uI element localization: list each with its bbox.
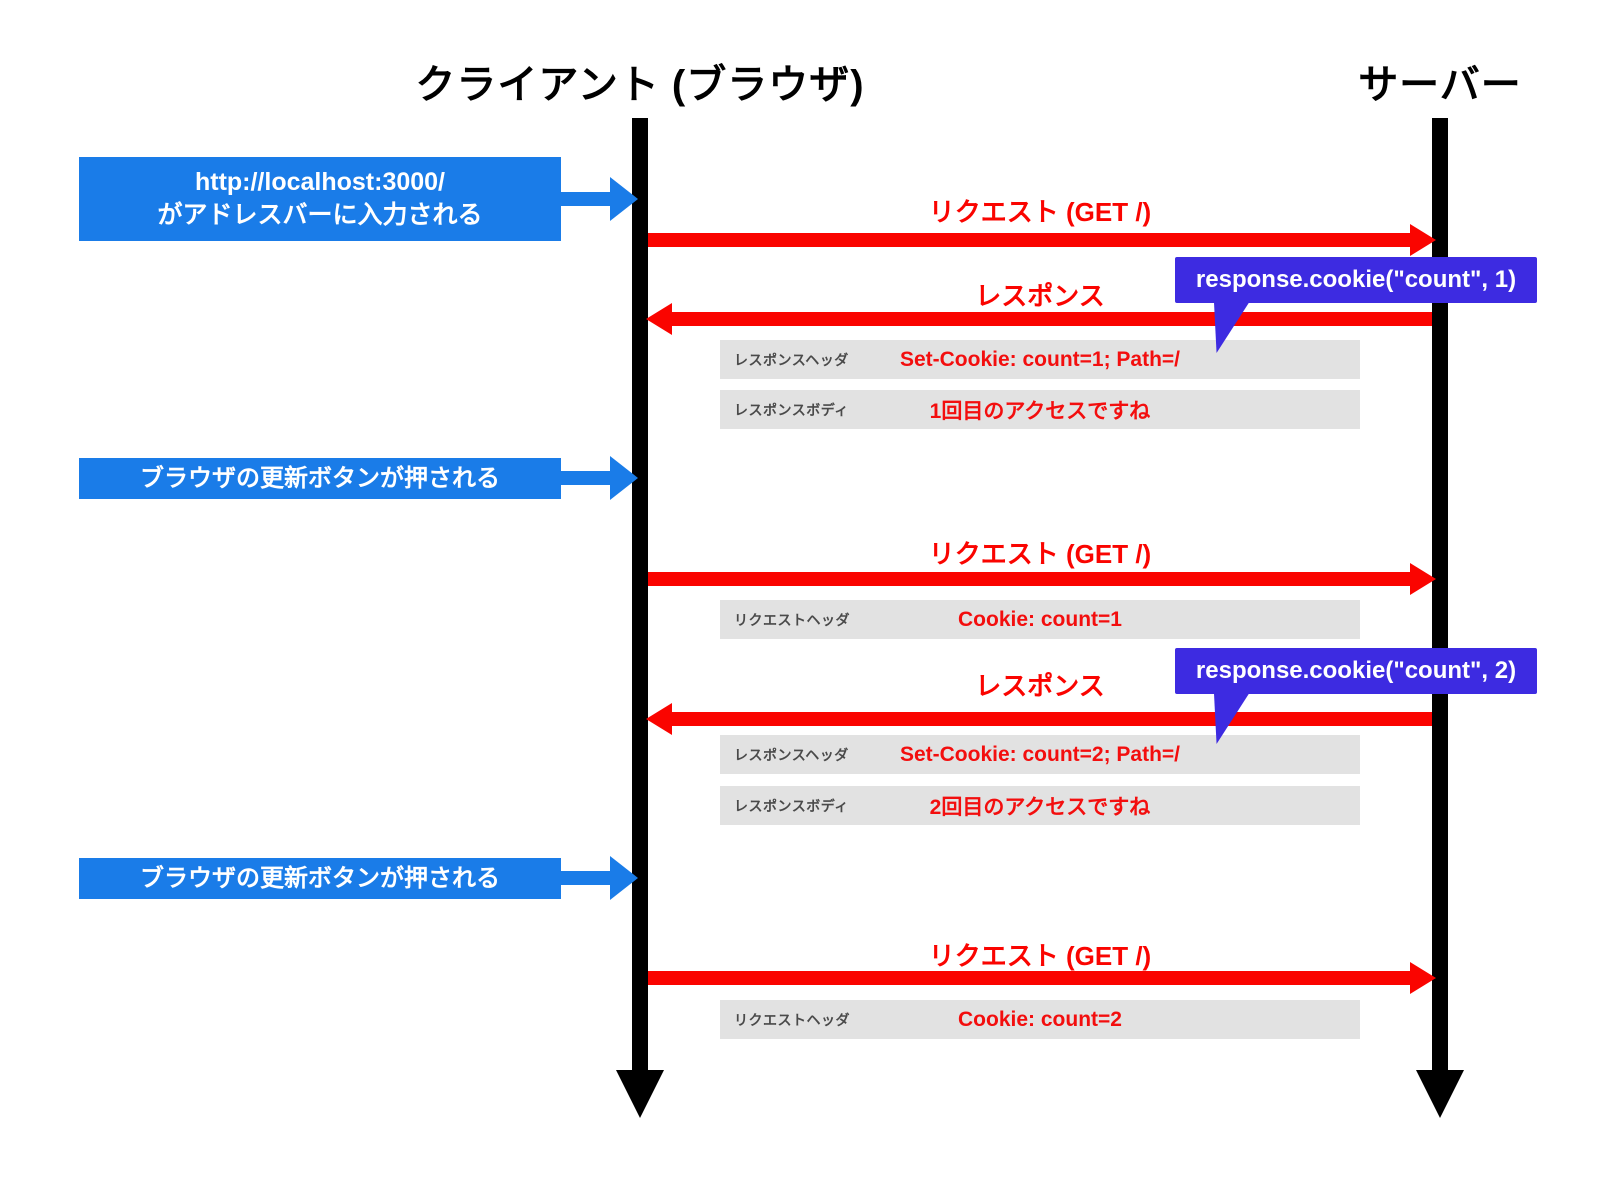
event-arrow-3-shaft [561, 871, 610, 885]
server-lifeline-arrowhead-icon [1416, 1070, 1464, 1118]
response-1-header-value: Set-Cookie: count=1; Path=/ [899, 347, 1181, 371]
request-3-header-row: Cookie: count=2 リクエストヘッダ [720, 1000, 1360, 1039]
response-2-label: レスポンス [975, 671, 1105, 701]
response-2-header-row: Set-Cookie: count=2; Path=/ レスポンスヘッダ [720, 735, 1360, 774]
response-1-arrow-shaft [672, 312, 1432, 326]
event-refresh-2-text: ブラウザの更新ボタンが押される [140, 864, 500, 892]
response-1-body-row: 1回目のアクセスですね レスポンスボディ [720, 390, 1360, 429]
response-1-body-label: レスポンスボディ [734, 401, 849, 418]
request-3-header-label: リクエストヘッダ [734, 1011, 850, 1028]
event-arrow-1-shaft [561, 192, 610, 206]
request-2-header-label: リクエストヘッダ [734, 611, 850, 628]
request-1-arrow-head-icon [1410, 224, 1436, 256]
request-3-arrow-head-icon [1410, 962, 1436, 994]
event-refresh-1: ブラウザの更新ボタンが押される [79, 458, 561, 499]
request-2-header-row: Cookie: count=1 リクエストヘッダ [720, 600, 1360, 639]
server-lifeline [1432, 118, 1448, 1070]
response-1-header-row: Set-Cookie: count=1; Path=/ レスポンスヘッダ [720, 340, 1360, 379]
request-3-label: リクエスト (GET /) [928, 941, 1152, 971]
event-url-line1: http://localhost:3000/ [194, 168, 446, 196]
event-refresh-1-text: ブラウザの更新ボタンが押される [140, 464, 500, 492]
event-url-entered: http://localhost:3000/ がアドレスバーに入力される [79, 157, 561, 241]
request-2-arrow-head-icon [1410, 563, 1436, 595]
response-2-arrow-head-icon [646, 703, 672, 735]
client-actor-title: クライアント (ブラウザ) [415, 63, 865, 107]
event-refresh-2: ブラウザの更新ボタンが押される [79, 858, 561, 899]
callout-response-cookie-2: response.cookie("count", 2) [1175, 648, 1537, 694]
response-2-body-value: 2回目のアクセスですね [929, 795, 1151, 819]
request-1-label: リクエスト (GET /) [928, 197, 1152, 227]
response-1-body-value: 1回目のアクセスですね [929, 399, 1151, 423]
event-url-entered-text: http://localhost:3000/ がアドレスバーに入力される [157, 166, 482, 232]
response-2-header-value: Set-Cookie: count=2; Path=/ [899, 742, 1181, 766]
response-1-arrow-head-icon [646, 303, 672, 335]
client-lifeline [632, 118, 648, 1070]
response-2-body-row: 2回目のアクセスですね レスポンスボディ [720, 786, 1360, 825]
client-lifeline-arrowhead-icon [616, 1070, 664, 1118]
request-2-header-value: Cookie: count=1 [958, 607, 1122, 631]
server-actor-title: サーバー [1358, 63, 1522, 107]
response-1-label: レスポンス [975, 281, 1105, 311]
request-3-arrow-shaft [648, 971, 1410, 985]
response-2-body-label: レスポンスボディ [734, 797, 849, 814]
request-3-header-value: Cookie: count=2 [958, 1007, 1122, 1031]
response-1-header-label: レスポンスヘッダ [734, 351, 849, 368]
request-2-arrow-shaft [648, 572, 1410, 586]
event-url-line2: がアドレスバーに入力される [157, 201, 483, 229]
event-arrow-1-head-icon [610, 177, 638, 221]
callout-response-cookie-1: response.cookie("count", 1) [1175, 257, 1537, 303]
event-arrow-3-head-icon [610, 856, 638, 900]
request-1-arrow-shaft [648, 233, 1410, 247]
response-2-arrow-shaft [672, 712, 1432, 726]
event-arrow-2-head-icon [610, 456, 638, 500]
response-2-header-label: レスポンスヘッダ [734, 746, 849, 763]
event-arrow-2-shaft [561, 471, 610, 485]
request-2-label: リクエスト (GET /) [928, 539, 1152, 569]
